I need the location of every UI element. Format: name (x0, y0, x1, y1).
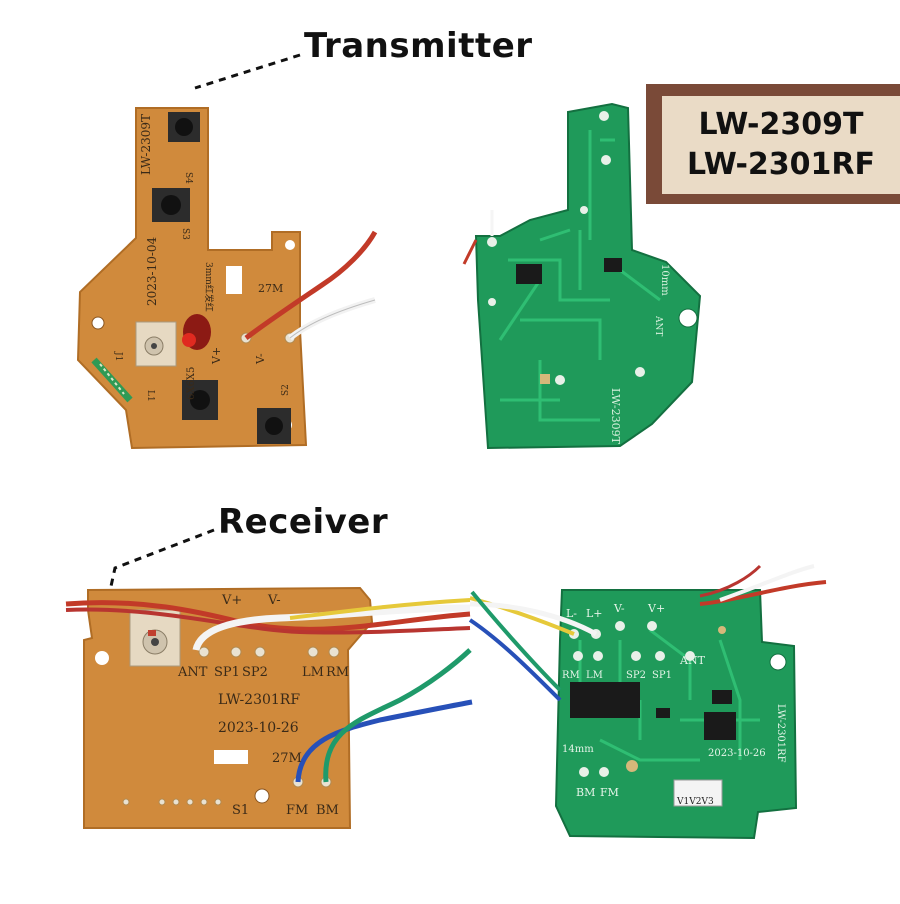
receiver-rf-ic (704, 712, 736, 740)
rxb-sp1-text: SP1 (652, 670, 672, 681)
rx-fm-text: FM (286, 803, 308, 818)
rxb-date-text: 2023-10-26 (708, 748, 766, 759)
tx-vplus-text: V+ (210, 347, 223, 365)
receiver-back-red-wire (699, 580, 827, 606)
transmitter-front-board: LW-2309T S4 S3 2023-10-04 3mm红发红 27M V+ … (76, 107, 378, 450)
receiver-label-pad (214, 750, 248, 764)
ic-chip (516, 264, 542, 284)
receiver-trimmer-pot (129, 609, 181, 667)
rxb-vminus-text: V- (613, 602, 625, 615)
receiver-heading: Receiver (218, 502, 389, 542)
tact-switch-s3 (152, 188, 190, 222)
label-pad (226, 266, 242, 294)
txb-antenna-note-text: 10mm (659, 264, 670, 296)
rx-model-text: LW-2301RF (218, 692, 300, 708)
tact-switch-s1 (182, 380, 218, 420)
rx-rm-text: RM (326, 665, 349, 680)
tx-l1-text: L1 (145, 390, 155, 402)
rxb-vplus-text: V+ (647, 602, 665, 615)
rxb-fm-text: FM (600, 786, 619, 799)
model-label: LW-2309T LW-2301RF (662, 96, 900, 194)
rxb-lminus-text: L- (566, 607, 577, 620)
rxb-size-text: 14mm (562, 744, 594, 755)
tx-vminus-text: V- (254, 353, 267, 365)
rxb-lplus-text: L+ (586, 607, 603, 620)
receiver-decoder-ic (570, 682, 640, 718)
trimmer-pot (135, 321, 177, 367)
rxb-rm-text: RM (562, 670, 580, 681)
red-led (182, 314, 211, 350)
rxb-lm-text: LM (586, 670, 603, 681)
tx-s4-text: S4 (183, 172, 193, 184)
rxb-bm-text: BM (576, 786, 595, 799)
inductor-l1 (91, 357, 133, 403)
tact-switch-s2 (257, 408, 291, 444)
tx-j1-text: J1 (113, 351, 123, 361)
receiver-back-board: L- L+ V- V+ RM LM SP2 SP1 ANT LW-2301RF … (468, 564, 827, 840)
txb-ant-text: ANT (653, 315, 663, 336)
red-wire-stub (462, 239, 478, 265)
tx-model-text: LW-2309T (139, 114, 153, 175)
rx-sp1-text: SP1 (214, 665, 240, 680)
rx-bm-text: BM (316, 803, 339, 818)
tact-switch-s4 (168, 112, 200, 142)
transmitter-back-board: LW-2309T 10mm ANT (462, 102, 702, 450)
receiver-leader-line (106, 528, 215, 601)
rxb-model-text: LW-2301RF (775, 704, 786, 763)
model-label-line2: LW-2301RF (686, 147, 876, 182)
white-wire (288, 297, 376, 341)
tx-freq-text: 27M (258, 282, 283, 295)
txb-model-text: LW-2309T (609, 388, 622, 445)
tx-switch-size-text: 6X6X5 (186, 367, 197, 400)
receiver-front-board: V+ V- ANT SP1 SP2 LM RM LW-2301RF 2023-1… (65, 586, 473, 829)
receiver-blue-wire (295, 699, 473, 783)
rx-vplus-text: V+ (221, 593, 242, 608)
rx-freq-text: 27M (272, 751, 302, 766)
transmitter-heading: Transmitter (304, 26, 533, 66)
red-wire (244, 230, 378, 341)
tx-led-note-text: 3mm红发红 (203, 262, 215, 312)
tx-s2-text: S2 (281, 384, 291, 396)
rxb-ant-text: ANT (679, 654, 706, 667)
receiver-green-wire (323, 648, 472, 783)
rx-lm-text: LM (302, 665, 324, 680)
rxb-sp2-text: SP2 (626, 670, 646, 681)
model-label-line1: LW-2309T (698, 107, 864, 142)
tx-s3-text: S3 (180, 228, 190, 240)
rx-date-text: 2023-10-26 (218, 720, 299, 736)
transistor (604, 258, 622, 272)
rxb-jumpers-text: V1V2V3 (676, 797, 714, 807)
transmitter-leader-line (194, 53, 301, 90)
receiver-white-wire (192, 604, 471, 652)
rx-s1-text: S1 (232, 803, 249, 818)
rx-sp2-text: SP2 (242, 665, 268, 680)
tx-date-text: 2023-10-04 (145, 236, 159, 306)
rx-ant-text: ANT (177, 665, 208, 680)
receiver-yellow-wire (289, 598, 471, 620)
rx-vminus-text: V- (267, 593, 281, 608)
receiver-jumper-block (673, 779, 723, 807)
